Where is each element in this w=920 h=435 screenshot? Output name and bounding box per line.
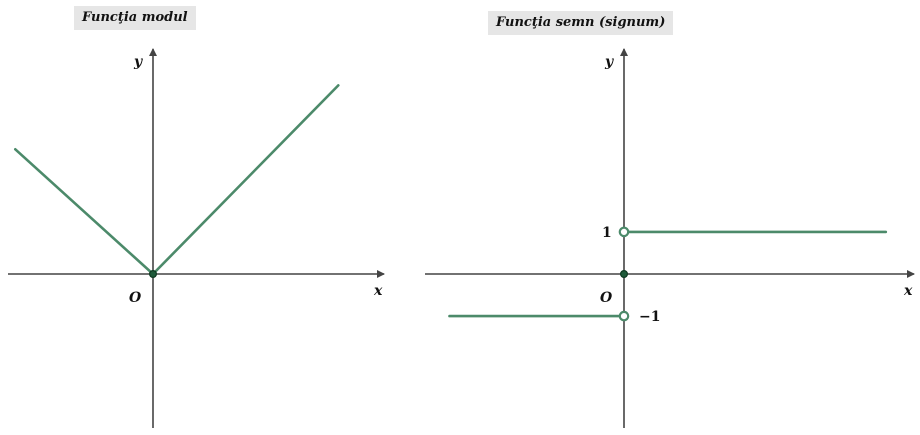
x-axis-label: x: [903, 283, 913, 299]
y-axis-label: y: [604, 54, 614, 70]
open-point-1: [618, 310, 630, 322]
filled-point-0: [149, 270, 158, 279]
chart-title-signum: Funcţia semn (signum): [488, 11, 674, 35]
y-tick-label-0: 1: [602, 225, 612, 241]
origin-label: O: [129, 290, 142, 306]
y-axis-label: y: [133, 54, 143, 70]
filled-point-2: [619, 270, 628, 279]
chart-modul: x yO: [8, 48, 385, 428]
series-line-1: [151, 84, 340, 276]
open-point-0: [618, 226, 630, 238]
chart-title-modul: Funcţia modul: [74, 6, 196, 30]
chart-signum: x yO 1 −1: [425, 48, 915, 428]
origin-label: O: [600, 290, 613, 306]
y-tick-label-1: −1: [639, 309, 660, 325]
series-line-0: [14, 148, 155, 276]
x-axis-label: x: [373, 283, 383, 299]
